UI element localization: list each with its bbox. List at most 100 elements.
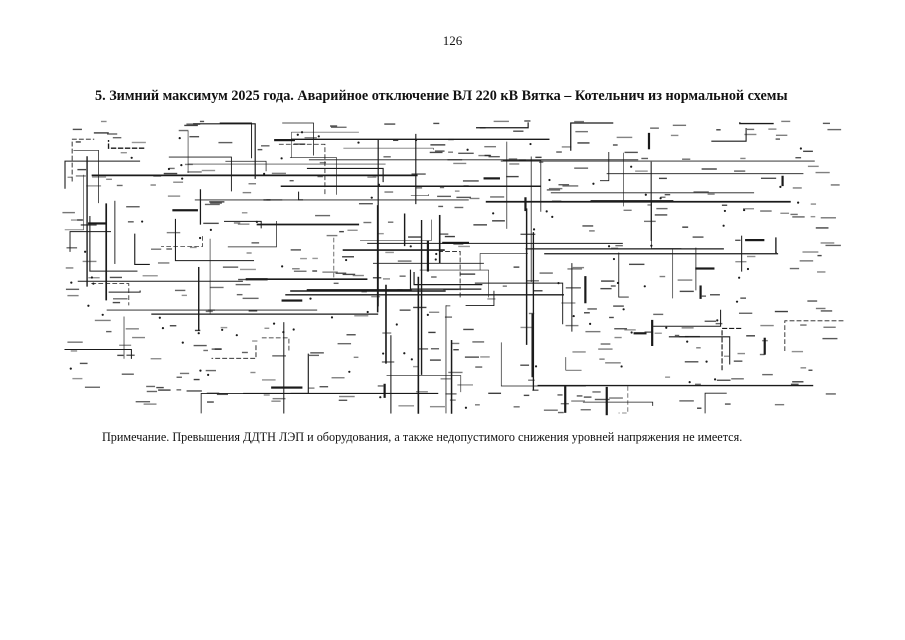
node-caption-mark [807,165,819,168]
node-caption-mark [800,367,807,369]
node-caption-mark [156,386,164,389]
node-caption-mark [204,203,220,206]
node-caption-mark [518,159,526,161]
node-caption-mark [760,177,777,180]
connection-line [653,309,722,327]
node-caption-mark [701,295,707,297]
node-caption-mark [463,185,469,187]
network-scheme-diagram [62,120,846,416]
node-caption-mark [143,403,157,405]
node-caption-mark [382,278,390,280]
node-dot [87,304,90,307]
node-caption-mark [443,288,459,291]
node-caption-mark [624,329,636,331]
node-dot [738,276,741,279]
node-caption-mark [430,144,446,146]
node-caption-mark [817,271,826,273]
node-caption-mark [658,177,667,180]
node-caption-mark [342,273,356,276]
node-caption-mark [207,401,214,403]
node-dot [705,360,708,363]
node-caption-mark [205,369,216,372]
note-text: Примечание. Превышения ДДТН ЛЭП и оборуд… [102,430,743,444]
node-caption-mark [762,373,773,376]
node-caption-mark [484,145,496,148]
connection-line [343,147,434,150]
node-caption-mark [735,261,747,263]
node-caption-mark [810,203,817,205]
node-caption-mark [681,327,694,329]
node-caption-mark [444,316,453,318]
node-caption-mark [82,260,97,263]
node-caption-mark [241,212,248,214]
node-caption-mark [660,196,666,198]
node-caption-mark [696,347,701,349]
connection-line [438,251,461,298]
busbar [426,240,430,272]
busbar [651,319,654,346]
node-caption-mark [216,393,228,396]
node-caption-mark [665,376,671,378]
node-dot [644,193,647,196]
connection-line [784,320,846,352]
node-caption-mark [377,232,384,235]
node-caption-mark [679,400,694,402]
node-caption-mark [347,229,358,231]
node-caption-mark [641,157,649,160]
node-caption-mark [565,287,581,289]
node-caption-mark [167,195,181,197]
connection-line [711,127,747,142]
node-caption-mark [261,145,270,147]
connection-line [570,122,614,151]
node-dot [723,209,727,213]
node-dot [296,133,299,136]
node-caption-mark [150,184,156,186]
node-dot [630,331,633,334]
node-caption-mark [242,297,259,300]
node-dot [589,322,592,325]
node-caption-mark [820,310,833,312]
node-caption-mark [384,123,396,125]
node-caption-mark [292,268,300,270]
node-dot [686,340,689,343]
node-caption-mark [209,286,224,289]
node-dot [281,265,284,268]
node-caption-mark [158,389,171,391]
node-caption-mark [163,172,178,175]
node-dot [620,365,623,368]
node-caption-mark [825,244,841,247]
node-caption-mark [75,141,81,143]
node-caption-mark [464,356,479,358]
node-caption-mark [393,139,399,142]
node-caption-mark [546,189,561,191]
node-caption-mark [820,242,835,244]
node-dot [713,378,717,381]
node-caption-mark [738,312,753,314]
node-dot [180,164,183,167]
connection-line [651,202,682,249]
node-dot [403,352,406,355]
connection-line [219,122,253,159]
connection-line [282,122,314,156]
node-caption-mark [238,278,249,281]
node-caption-mark [203,349,208,352]
node-dot [161,327,165,330]
node-dot [797,201,800,204]
node-dot [434,258,437,261]
node-caption-mark [439,233,449,235]
node-caption-mark [300,257,307,260]
node-dot [650,244,653,247]
node-dot [141,220,144,223]
node-caption-mark [257,148,263,151]
node-caption-mark [444,235,455,238]
node-dot [688,381,691,384]
node-dot [370,196,373,199]
node-caption-mark [263,394,270,396]
node-caption-mark [513,130,524,132]
node-caption-mark [513,266,520,268]
node-caption-mark [65,267,74,269]
node-dot [69,367,72,370]
connection-line [71,138,95,182]
node-dot [716,319,719,322]
node-caption-mark [576,395,583,397]
